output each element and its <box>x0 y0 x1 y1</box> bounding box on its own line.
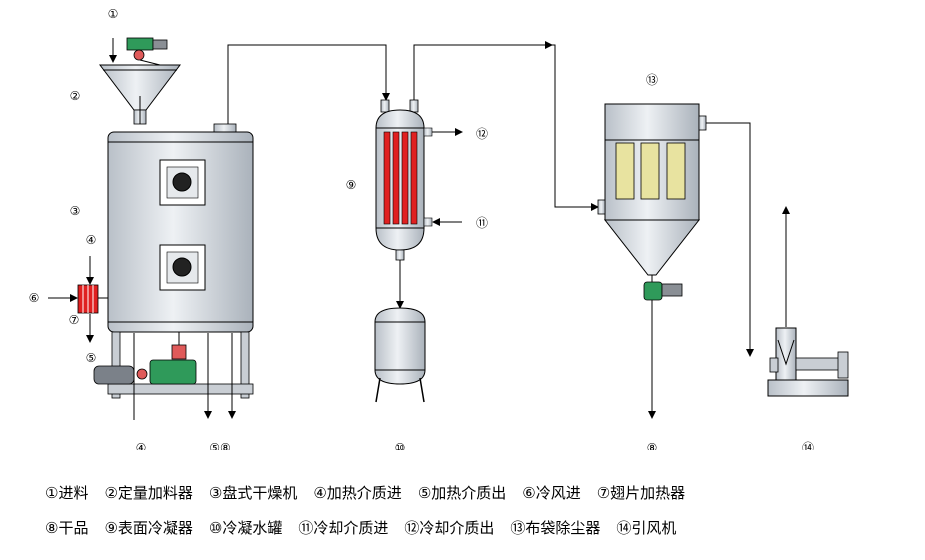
upper-window-port <box>172 172 192 192</box>
surface-condenser <box>375 99 433 261</box>
marker-5: ⑤ <box>86 351 97 365</box>
bottom-marker-8: ⑧ <box>647 441 658 450</box>
marker-12: ⑫ <box>476 127 488 141</box>
legend-item: ④加热介质进 <box>313 484 402 502</box>
feeder-motor <box>126 37 154 51</box>
induced-draft-fan <box>767 327 849 397</box>
exhaust-line-to-baghouse <box>552 44 599 211</box>
bottom-marker-14: ⑭ <box>802 441 814 450</box>
lower-window-port <box>172 257 192 277</box>
feeder-gearbox <box>152 39 168 50</box>
filter-bag-3 <box>666 142 686 200</box>
vapor-line <box>227 44 390 124</box>
fan-casing <box>775 327 797 381</box>
bottom-marker-10: ⑩ <box>395 441 406 450</box>
filter-bag-2 <box>640 142 660 200</box>
marker-6: ⑥ <box>29 291 40 305</box>
fin-heater <box>77 284 108 314</box>
legend-row-2: ⑧干品 ⑨表面冷凝器 ⑩冷凝水罐 ⑪冷却介质进 ⑫冷却介质出 ⑬布袋除尘器 ⑭引… <box>45 517 925 538</box>
legend-item: ⑬布袋除尘器 <box>510 519 601 537</box>
drive-motor-left <box>93 365 135 385</box>
plate-dryer <box>93 123 254 420</box>
marker-1: ① <box>108 7 119 21</box>
exhaust-line-top <box>413 41 553 100</box>
dryer-base <box>107 383 254 395</box>
marker-13: ⑬ <box>646 73 658 87</box>
marker-11: ⑪ <box>476 216 488 230</box>
feeder-valve <box>133 49 145 61</box>
condensate-tank <box>374 307 426 403</box>
bag-filter <box>597 103 707 301</box>
marker-3: ③ <box>70 204 81 218</box>
legend-item: ⑫冷却介质出 <box>404 519 495 537</box>
rotary-valve <box>643 281 663 301</box>
legend-item: ⑨表面冷凝器 <box>104 519 193 537</box>
fan-base <box>767 379 849 397</box>
bottom-marker-5-8: ⑤⑧ <box>209 441 231 450</box>
legend-item: ⑪冷却介质进 <box>298 519 389 537</box>
bottom-marker-4: ④ <box>136 441 147 450</box>
legend-item: ⑤加热介质出 <box>417 484 507 502</box>
legend-item: ①进料 <box>45 484 89 502</box>
drive-gear <box>171 344 187 360</box>
process-flow-diagram: ① ② ③ ④ ⑥ ⑦ ⑤ ⑨ ⑫ ⑪ ⑬ ④ ⑤⑧ ⑩ ⑧ ⑭ <box>29 7 849 450</box>
marker-2: ② <box>70 89 81 103</box>
legend-item: ⑧干品 <box>45 519 89 537</box>
legend-item: ⑭引风机 <box>616 519 677 537</box>
legend-item: ②定量加料器 <box>104 484 193 502</box>
legend-item: ⑥冷风进 <box>522 484 581 502</box>
legend-item: ⑦翅片加热器 <box>596 484 686 502</box>
dryer-body <box>107 131 254 333</box>
marker-9: ⑨ <box>346 178 357 192</box>
legend-item: ⑩冷凝水罐 <box>208 519 283 537</box>
legend-row-1: ①进料 ②定量加料器 ③盘式干燥机 ④加热介质进 ⑤加热介质出 ⑥冷风进 ⑦翅片… <box>45 482 925 503</box>
filter-bag-1 <box>615 142 635 200</box>
fan-shaft <box>795 357 841 371</box>
fan-inlet-line <box>706 122 754 357</box>
marker-4: ④ <box>86 233 97 247</box>
quantitative-feeder <box>98 37 182 125</box>
baghouse-cone <box>603 219 701 276</box>
marker-7: ⑦ <box>69 313 80 327</box>
legend-item: ③盘式干燥机 <box>208 484 298 502</box>
drive-motor <box>149 359 197 385</box>
